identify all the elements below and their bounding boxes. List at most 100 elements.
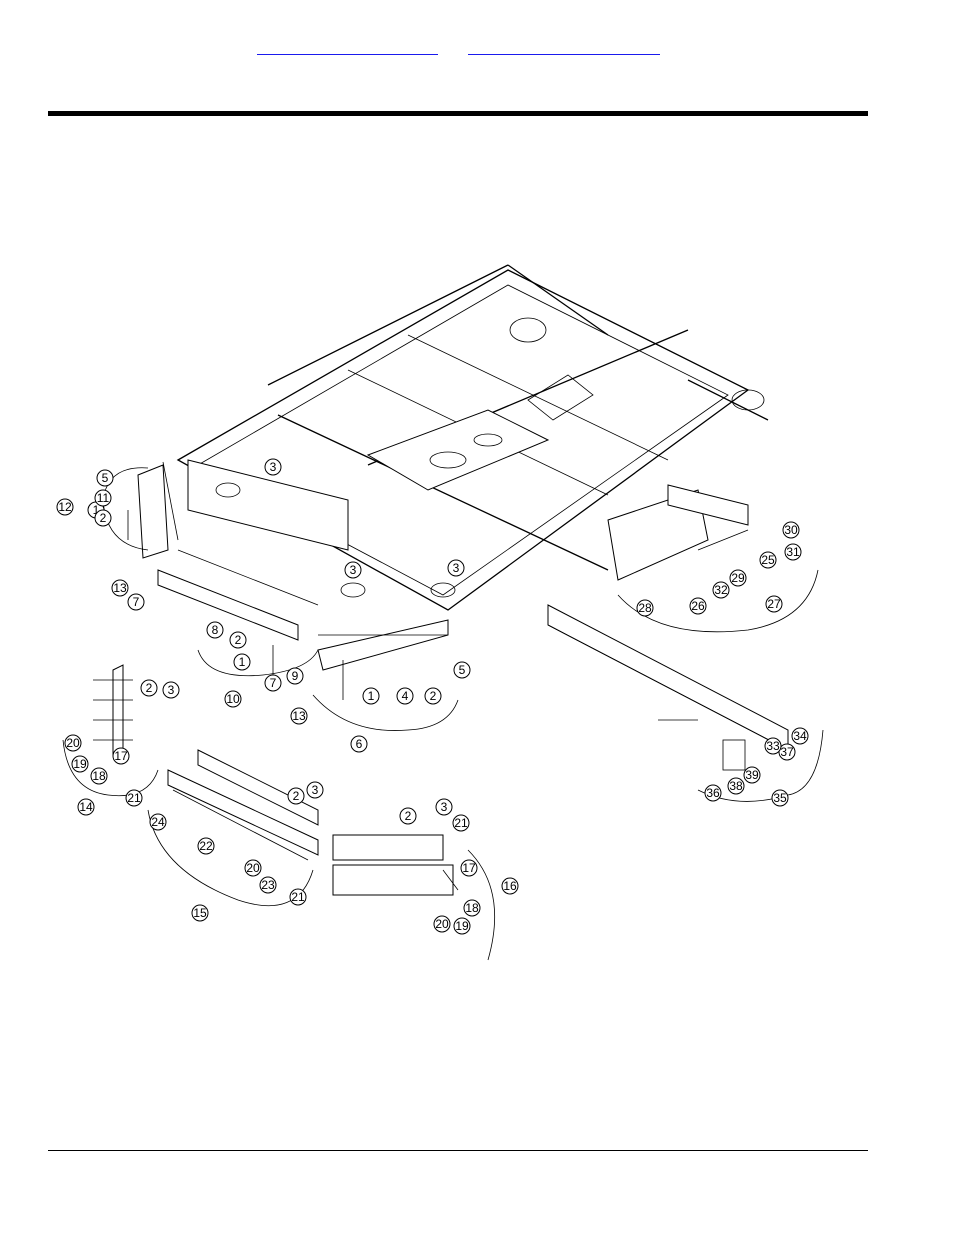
svg-text:3: 3 bbox=[312, 783, 319, 797]
svg-text:29: 29 bbox=[731, 571, 745, 585]
svg-text:14: 14 bbox=[79, 800, 93, 814]
svg-text:5: 5 bbox=[102, 471, 109, 485]
callout-19b: 19 bbox=[453, 917, 471, 935]
callout-34: 34 bbox=[791, 727, 809, 745]
callout-26: 26 bbox=[689, 597, 707, 615]
svg-text:2: 2 bbox=[430, 689, 437, 703]
callout-24: 24 bbox=[149, 813, 167, 831]
callout-16: 16 bbox=[501, 877, 519, 895]
svg-text:22: 22 bbox=[199, 839, 213, 853]
svg-text:17: 17 bbox=[114, 749, 128, 763]
svg-text:16: 16 bbox=[503, 879, 517, 893]
callout-2a: 2 bbox=[94, 509, 112, 527]
callout-2c: 2 bbox=[424, 687, 442, 705]
callout-3b: 3 bbox=[344, 561, 362, 579]
callout-17a: 17 bbox=[112, 747, 130, 765]
svg-text:2: 2 bbox=[293, 789, 300, 803]
svg-text:21: 21 bbox=[127, 791, 141, 805]
callout-3a: 3 bbox=[264, 458, 282, 476]
svg-text:23: 23 bbox=[261, 878, 275, 892]
svg-text:28: 28 bbox=[638, 601, 652, 615]
callout-18b: 18 bbox=[463, 899, 481, 917]
svg-text:8: 8 bbox=[212, 623, 219, 637]
callout-25: 25 bbox=[759, 551, 777, 569]
callout-20b: 20 bbox=[244, 859, 262, 877]
svg-text:32: 32 bbox=[714, 583, 728, 597]
svg-text:19: 19 bbox=[73, 757, 87, 771]
svg-text:30: 30 bbox=[784, 523, 798, 537]
svg-text:1: 1 bbox=[93, 503, 100, 517]
callout-28: 28 bbox=[636, 599, 654, 617]
svg-text:31: 31 bbox=[786, 545, 800, 559]
callout-11: 11 bbox=[94, 489, 112, 507]
svg-text:3: 3 bbox=[441, 800, 448, 814]
plate-6-drawing bbox=[317, 619, 449, 700]
svg-text:2: 2 bbox=[405, 809, 412, 823]
header-link-left[interactable] bbox=[257, 44, 438, 55]
svg-text:4: 4 bbox=[402, 689, 409, 703]
callout-1b: 1 bbox=[233, 653, 251, 671]
callout-2b: 2 bbox=[229, 631, 247, 649]
svg-text:36: 36 bbox=[706, 786, 720, 800]
bar-35-drawing bbox=[547, 604, 789, 771]
header-link-right[interactable] bbox=[468, 44, 660, 55]
svg-text:25: 25 bbox=[761, 553, 775, 567]
callout-7b: 7 bbox=[264, 674, 282, 692]
callout-32: 32 bbox=[712, 581, 730, 599]
callout-5a: 5 bbox=[96, 469, 114, 487]
callout-27: 27 bbox=[765, 595, 783, 613]
callout-3d: 3 bbox=[162, 681, 180, 699]
callout-18a: 18 bbox=[90, 767, 108, 785]
callout-14: 14 bbox=[77, 798, 95, 816]
svg-text:39: 39 bbox=[745, 768, 759, 782]
callout-13b: 13 bbox=[290, 707, 308, 725]
callout-9: 9 bbox=[286, 667, 304, 685]
callout-6: 6 bbox=[350, 735, 368, 753]
svg-text:1: 1 bbox=[368, 689, 375, 703]
callout-2f: 2 bbox=[399, 807, 417, 825]
callout-20a: 20 bbox=[64, 734, 82, 752]
svg-text:35: 35 bbox=[773, 791, 787, 805]
callout-21b: 21 bbox=[289, 888, 307, 906]
svg-text:37: 37 bbox=[780, 745, 794, 759]
svg-text:21: 21 bbox=[291, 890, 305, 904]
svg-text:2: 2 bbox=[146, 681, 153, 695]
svg-text:20: 20 bbox=[66, 736, 80, 750]
callout-2d: 2 bbox=[140, 679, 158, 697]
svg-text:3: 3 bbox=[168, 683, 175, 697]
callout-29: 29 bbox=[729, 569, 747, 587]
bar-8-drawing bbox=[157, 549, 319, 675]
plate-12-drawing bbox=[127, 461, 179, 559]
callout-21a: 21 bbox=[125, 789, 143, 807]
svg-text:17: 17 bbox=[462, 861, 476, 875]
svg-text:20: 20 bbox=[246, 861, 260, 875]
svg-text:13: 13 bbox=[113, 581, 127, 595]
callout-30: 30 bbox=[782, 521, 800, 539]
callout-19a: 19 bbox=[71, 755, 89, 773]
svg-text:1: 1 bbox=[239, 655, 246, 669]
svg-text:20: 20 bbox=[435, 917, 449, 931]
callout-38: 38 bbox=[727, 777, 745, 795]
assembly-14-drawing bbox=[93, 664, 133, 756]
callout-8: 8 bbox=[206, 621, 224, 639]
callout-35: 35 bbox=[771, 789, 789, 807]
svg-text:12: 12 bbox=[58, 500, 72, 514]
svg-text:26: 26 bbox=[691, 599, 705, 613]
svg-text:19: 19 bbox=[455, 919, 469, 933]
callout-2e: 2 bbox=[287, 787, 305, 805]
callout-10: 10 bbox=[224, 690, 242, 708]
callout-1c: 1 bbox=[362, 687, 380, 705]
callout-7a: 7 bbox=[127, 593, 145, 611]
svg-text:7: 7 bbox=[270, 676, 277, 690]
svg-text:3: 3 bbox=[453, 561, 460, 575]
callout-20c: 20 bbox=[433, 915, 451, 933]
assembly-16-drawing bbox=[332, 834, 459, 896]
svg-text:38: 38 bbox=[729, 779, 743, 793]
callout-3e: 3 bbox=[306, 781, 324, 799]
callout-5b: 5 bbox=[453, 661, 471, 679]
parts-drawing: 1 2 3 5 11 12 13 7 8 2 1 9 7 10 3 3 5 2 … bbox=[56, 264, 824, 961]
callout-4: 4 bbox=[396, 687, 414, 705]
svg-text:15: 15 bbox=[193, 906, 207, 920]
callout-36: 36 bbox=[704, 784, 722, 802]
svg-text:21: 21 bbox=[454, 816, 468, 830]
